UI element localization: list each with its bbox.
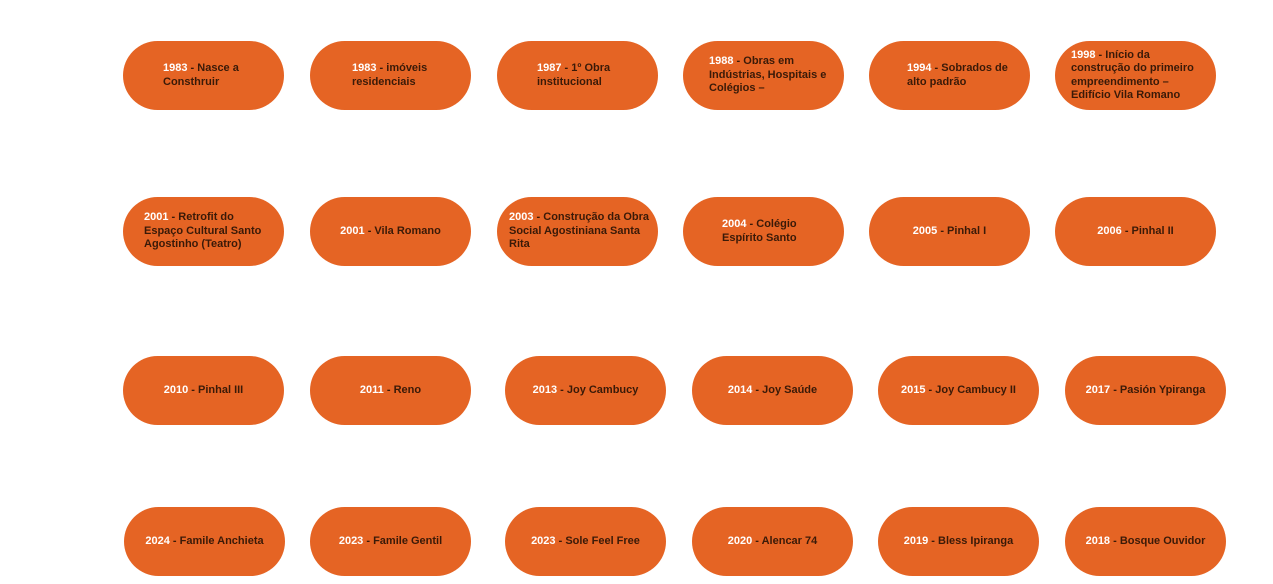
timeline-year: 2005: [912, 224, 938, 237]
timeline-description: - Joy Cambucy II: [925, 383, 1016, 396]
timeline-description: - Pasión Ypiranga: [1110, 383, 1206, 396]
timeline-item-2023-sole: 2023 - Sole Feel Free: [505, 507, 666, 576]
timeline-description: - Reno: [383, 383, 422, 396]
timeline-item-1987: 1987 - 1º Obra institucional: [497, 41, 658, 110]
timeline-description: - Construção da Obra Social Agostiniana …: [509, 211, 650, 251]
timeline-description: - Retrofit do Espaço Cultural Santo Agos…: [144, 211, 262, 251]
timeline-year: 2017: [1085, 383, 1111, 396]
timeline-year: 2023: [338, 534, 364, 547]
timeline-item-2004: 2004 - Colégio Espírito Santo: [683, 197, 844, 266]
timeline-year: 2024: [145, 534, 170, 547]
timeline-description: - Famile Anchieta: [169, 534, 264, 547]
timeline-year: 2019: [903, 534, 929, 547]
timeline-item-2014: 2014 - Joy Saúde: [692, 356, 853, 425]
timeline-year: 2020: [727, 534, 753, 547]
timeline-item-1994: 1994 - Sobrados de alto padrão: [869, 41, 1030, 110]
timeline-description: - 1º Obra institucional: [537, 62, 611, 88]
timeline-year: 2010: [163, 383, 189, 396]
timeline-year: 2023: [531, 534, 556, 547]
timeline-year: 2001: [340, 224, 365, 237]
timeline-year: 1994: [907, 62, 932, 74]
timeline-item-2024: 2024 - Famile Anchieta: [124, 507, 285, 576]
timeline-year: 2006: [1097, 224, 1122, 237]
timeline-description: - Bless Ipiranga: [928, 534, 1014, 547]
timeline-year: 1998: [1071, 48, 1096, 61]
timeline-year: 1983: [163, 62, 188, 74]
timeline-year: 2011: [359, 383, 384, 396]
timeline-item-2001-vila-romano: 2001 - Vila Romano: [310, 197, 471, 266]
timeline-item-2019: 2019 - Bless Ipiranga: [878, 507, 1039, 576]
timeline-year: 1987: [537, 62, 562, 74]
timeline-description: - Joy Saúde: [752, 383, 818, 396]
timeline-item-2017: 2017 - Pasión Ypiranga: [1065, 356, 1226, 425]
timeline-description: - Vila Romano: [364, 224, 441, 237]
timeline-year: 2015: [901, 383, 926, 396]
timeline-description: - Obras em Indústrias, Hospitais e Colég…: [709, 55, 827, 95]
timeline-item-1998: 1998 - Início da construção do primeiro …: [1055, 41, 1216, 110]
timeline-item-1983-imoveis: 1983 - imóveis residenciais: [310, 41, 471, 110]
timeline-description: - Pinhal II: [1121, 224, 1174, 237]
timeline-year: 2014: [727, 383, 753, 396]
timeline-item-2006: 2006 - Pinhal II: [1055, 197, 1216, 266]
timeline-year: 2001: [144, 211, 169, 224]
timeline-year: 1988: [709, 55, 734, 68]
timeline-item-2001-retrofit: 2001 - Retrofit do Espaço Cultural Santo…: [123, 197, 284, 266]
timeline-item-2003: 2003 - Construção da Obra Social Agostin…: [497, 197, 658, 266]
timeline-year: 2004: [722, 218, 747, 230]
timeline-item-2018: 2018 - Bosque Ouvidor: [1065, 507, 1226, 576]
timeline-description: - Início da construção do primeiro empre…: [1071, 48, 1194, 102]
timeline-description: - Colégio Espírito Santo: [722, 218, 797, 244]
timeline-item-1988: 1988 - Obras em Indústrias, Hospitais e …: [683, 41, 844, 110]
timeline-item-2005: 2005 - Pinhal I: [869, 197, 1030, 266]
timeline-description: - Alencar 74: [752, 534, 818, 547]
timeline-year: 2003: [509, 211, 534, 224]
timeline-item-2020: 2020 - Alencar 74: [692, 507, 853, 576]
timeline-item-1983-nasce: 1983 - Nasce a Consthruir: [123, 41, 284, 110]
timeline-item-2013: 2013 - Joy Cambucy: [505, 356, 666, 425]
timeline-item-2023-gentil: 2023 - Famile Gentil: [310, 507, 471, 576]
timeline-description: - Joy Cambucy: [557, 383, 639, 396]
timeline-description: - Pinhal I: [937, 224, 987, 237]
timeline-item-2011: 2011 - Reno: [310, 356, 471, 425]
timeline-description: - Pinhal III: [188, 383, 244, 396]
timeline-description: - Sobrados de alto padrão: [907, 62, 1008, 88]
timeline-year: 2013: [532, 383, 558, 396]
timeline-description: - Famile Gentil: [363, 534, 443, 547]
timeline-item-2015: 2015 - Joy Cambucy II: [878, 356, 1039, 425]
timeline-year: 1983: [352, 62, 377, 74]
timeline-description: - imóveis residenciais: [352, 62, 428, 88]
timeline-description: - Nasce a Consthruir: [163, 62, 239, 88]
timeline-description: - Bosque Ouvidor: [1110, 534, 1206, 547]
timeline-year: 2018: [1085, 534, 1111, 547]
timeline-item-2010: 2010 - Pinhal III: [123, 356, 284, 425]
timeline-description: - Sole Feel Free: [555, 534, 640, 547]
